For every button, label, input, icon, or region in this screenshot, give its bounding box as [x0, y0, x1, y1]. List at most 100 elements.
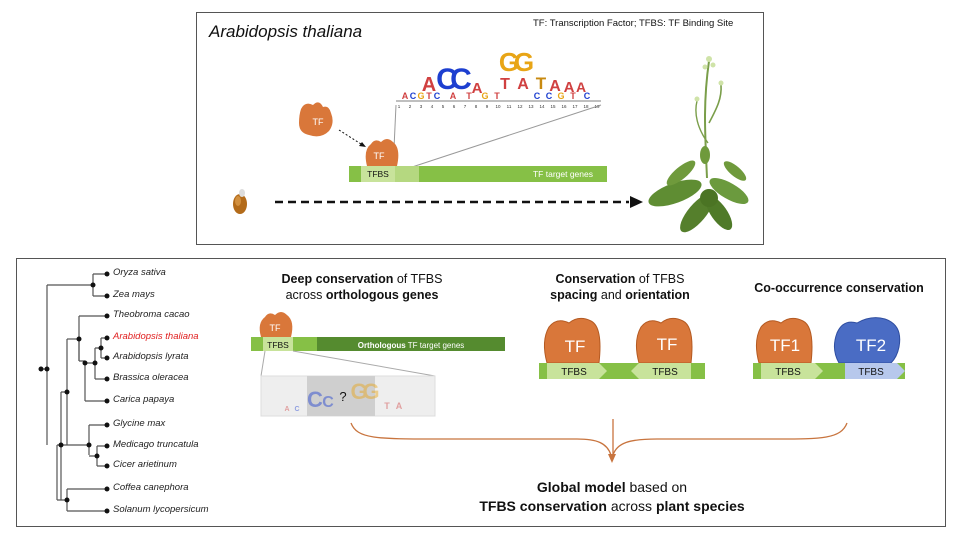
tree-species-label: Zea mays [113, 289, 155, 300]
svg-text:T: T [570, 91, 576, 101]
target-genes-label: TF target genes [533, 169, 593, 179]
logo-position-label: 18 [583, 104, 589, 109]
cooc-tfbs1-arrow [761, 363, 823, 379]
logo-position-label: 13 [528, 104, 534, 109]
cooc-tf1-label: TF1 [770, 336, 800, 355]
deep-tfbs-core [263, 337, 293, 351]
logo-position-label: 3 [420, 104, 423, 109]
svg-text:C: C [434, 91, 441, 101]
faded-logo-highlight [307, 376, 375, 416]
spacing-heading-rest2: and [597, 288, 626, 302]
logo-position-label: 10 [495, 104, 501, 109]
logo-position-label: 12 [517, 104, 523, 109]
spacing-heading: Conservation of TFBS spacing and orienta… [525, 271, 715, 303]
plant-illustration [648, 56, 749, 233]
global-line2-bold2: plant species [655, 498, 745, 514]
svg-text:T: T [466, 91, 472, 101]
global-line2-rest: across [606, 498, 656, 514]
spacing-tf2-shape [635, 317, 693, 364]
deep-tfbs-label: TFBS [267, 340, 289, 350]
faded-logo-letters: C C G G T A A C [284, 379, 402, 413]
logo-position-label: 2 [409, 104, 412, 109]
spacing-tf1-shape [543, 317, 601, 364]
logo-letter: A [517, 76, 529, 93]
bound-tf-shape [365, 139, 399, 166]
abbreviation-legend: TF: Transcription Factor; TFBS: TF Bindi… [533, 18, 734, 29]
logo-letter: G [514, 47, 534, 77]
logo-letter: C [436, 63, 458, 96]
svg-text:C: C [546, 91, 553, 101]
tree-species-label: Coffea canephora [113, 482, 189, 493]
spacing-tfbs2-arrow [631, 363, 691, 379]
cooc-tfbs1-label: TFBS [775, 367, 801, 378]
tree-nodes [38, 271, 110, 514]
svg-text:C: C [534, 91, 541, 101]
logo-position-label: 8 [475, 104, 478, 109]
logo-position-label: 5 [442, 104, 445, 109]
spacing-heading-rest1: of TFBS [635, 272, 685, 286]
logo-position-label: 14 [539, 104, 545, 109]
deep-conservation-illustration: TF TFBS Orthologous TF target genes C C … [251, 312, 505, 417]
spacing-tfbs1-arrow [547, 363, 607, 379]
logo-position-label: 11 [507, 104, 512, 109]
tree-species-label: Carica papaya [113, 394, 175, 405]
svg-text:C: C [410, 91, 417, 101]
target-gene-bar [419, 166, 607, 182]
tfbs-segment-edge [349, 166, 361, 182]
spacing-illustration: TF TF TFBS TFBS [539, 317, 705, 379]
logo-position-label: 16 [561, 104, 567, 109]
svg-text:C: C [307, 387, 323, 412]
tree-species-label: Brassica oleracea [113, 372, 189, 383]
binding-arrowhead [359, 142, 366, 147]
phylogenetic-tree [41, 273, 107, 512]
deep-heading-rest2: across [285, 288, 326, 302]
orthologous-gene-bar [317, 337, 505, 351]
cooc-tf2-label: TF2 [856, 336, 886, 355]
top-panel: Arabidopsis thaliana TF: Transcription F… [196, 12, 764, 245]
tfbs-label: TFBS [367, 169, 389, 179]
cooc-tf2-shape [833, 317, 901, 364]
cooccurrence-illustration: TF1 TF2 TFBS TFBS [753, 317, 905, 379]
orthologous-gene-label: Orthologous TF target genes [358, 341, 465, 350]
spacing-tf2-label: TF [657, 335, 678, 354]
free-tf-shape [299, 102, 333, 137]
orthologous-gene-bold: Orthologous [358, 341, 407, 350]
logo-letter: A [576, 79, 586, 95]
spacing-heading-bold3: orientation [625, 288, 690, 302]
bottom-panel: TF TFBS Orthologous TF target genes C C … [16, 258, 946, 527]
logo-position-label: 15 [550, 104, 556, 109]
tree-species-label: Solanum lycopersicum [113, 504, 209, 515]
seed-illustration [233, 189, 247, 214]
question-mark: ? [339, 389, 346, 404]
converging-arrowhead [608, 454, 616, 463]
svg-text:G: G [350, 379, 367, 404]
logo-position-label: 6 [453, 104, 456, 109]
tfbs-segment-edge [395, 166, 419, 182]
tree-species-label: Arabidopsis thaliana [113, 331, 199, 342]
tree-species-label: Oryza sativa [113, 267, 166, 278]
svg-text:G: G [362, 379, 379, 404]
tree-species-label: Arabidopsis lyrata [113, 351, 189, 362]
deep-heading-bold1: Deep conservation [281, 272, 394, 286]
deep-zoom-line-left [260, 350, 266, 377]
species-title: Arabidopsis thaliana [209, 22, 363, 41]
deep-tf-shape [259, 312, 293, 337]
bottom-illustration: TF TFBS Orthologous TF target genes C C … [38, 271, 905, 514]
logo-letter: A [422, 74, 436, 96]
global-line2-bold1: TFBS conservation [479, 498, 607, 514]
tree-species-label: Cicer arietinum [113, 459, 177, 470]
svg-text:T: T [426, 91, 432, 101]
converging-arrows [350, 419, 848, 456]
growth-arrowhead [630, 196, 643, 208]
svg-text:G: G [417, 91, 424, 101]
svg-text:T: T [494, 91, 500, 101]
binding-arrow [338, 129, 362, 145]
deep-tf-label: TF [270, 323, 281, 333]
bound-tf-label: TF [374, 151, 385, 161]
logo-letter: T [536, 74, 547, 93]
svg-text:C: C [294, 406, 299, 413]
cooc-tfbs2-label: TFBS [858, 367, 884, 378]
deep-heading-bold2: orthologous genes [325, 288, 439, 302]
